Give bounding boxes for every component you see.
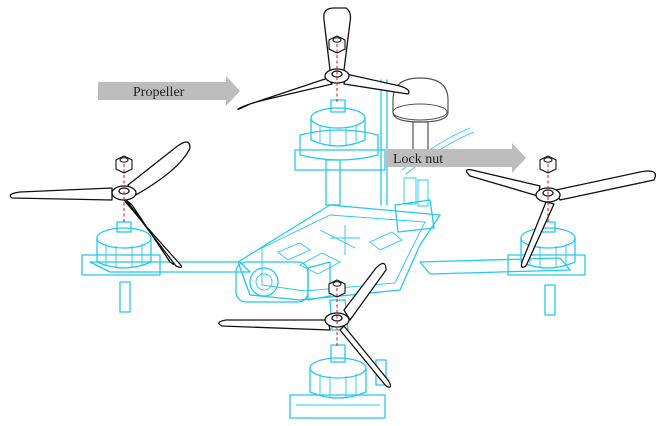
propeller-right[interactable] (465, 168, 657, 268)
mounting-axes (123, 44, 549, 348)
lock-nut-label: Lock nut (393, 152, 443, 167)
propeller-label: Propeller (133, 85, 185, 100)
motor-rear (289, 344, 386, 419)
motor-front (294, 99, 386, 171)
callout-propeller: Propeller (98, 76, 240, 106)
callout-arrow-lock-nut (386, 143, 526, 173)
propeller-left[interactable] (9, 141, 191, 268)
callout-arrow-propeller (98, 76, 240, 106)
propeller-front[interactable] (237, 7, 410, 110)
drone-frame (89, 79, 571, 386)
motor-left (81, 221, 161, 276)
callout-lock-nut: Lock nut (386, 143, 526, 173)
motor-right (507, 221, 586, 276)
propeller-rear[interactable] (218, 262, 392, 388)
